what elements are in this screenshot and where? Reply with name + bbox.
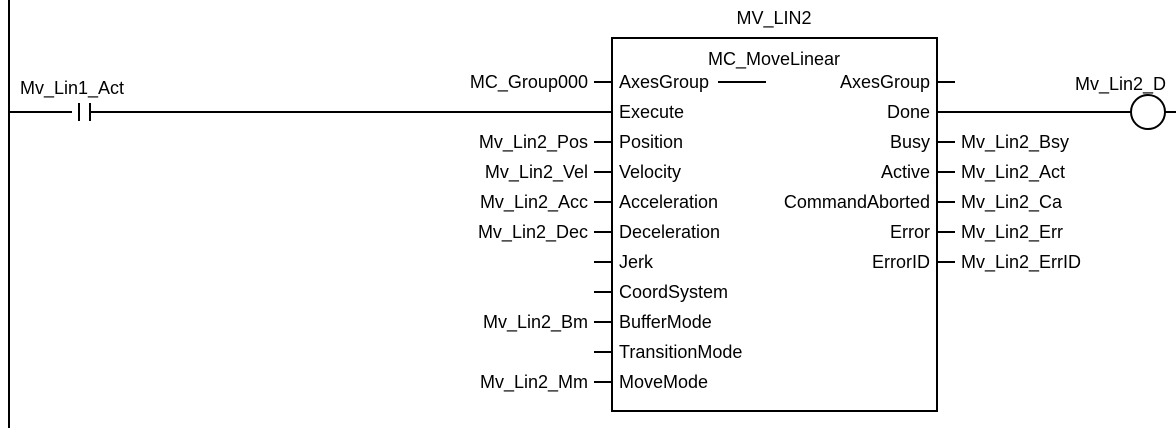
input-pin-label: Position <box>619 132 683 152</box>
input-pin-acceleration: Acceleration Mv_Lin2_Acc <box>480 192 718 213</box>
output-pin-done: Done <box>887 102 930 122</box>
coil-label: Mv_Lin2_D <box>1075 74 1166 95</box>
input-pin-transitionmode: TransitionMode <box>594 342 742 362</box>
output-variable: Mv_Lin2_Act <box>961 162 1065 183</box>
input-pin-label: Deceleration <box>619 222 720 242</box>
input-pin-label: TransitionMode <box>619 342 742 362</box>
input-pin-label: Jerk <box>619 252 654 272</box>
input-pin-coordsystem: CoordSystem <box>594 282 728 302</box>
input-variable: Mv_Lin2_Bm <box>483 312 588 333</box>
output-pin-axesgroup: AxesGroup <box>840 72 955 92</box>
output-variable: Mv_Lin2_Ca <box>961 192 1063 213</box>
input-variable: Mv_Lin2_Pos <box>479 132 588 153</box>
input-pin-label: MoveMode <box>619 372 708 392</box>
input-pin-movemode: MoveMode Mv_Lin2_Mm <box>480 372 708 393</box>
output-pin-label: ErrorID <box>872 252 930 272</box>
function-block <box>611 37 938 412</box>
block-type: MC_MoveLinear <box>708 49 840 70</box>
output-pin-error: Error Mv_Lin2_Err <box>890 222 1063 243</box>
output-pin-label: Active <box>881 162 930 182</box>
input-variable: Mv_Lin2_Mm <box>480 372 588 393</box>
output-pin-label: Error <box>890 222 930 242</box>
instance-name: MV_LIN2 <box>736 8 811 29</box>
output-variable: Mv_Lin2_ErrID <box>961 252 1081 273</box>
input-pin-jerk: Jerk <box>594 252 654 272</box>
input-pin-label: Execute <box>619 102 684 122</box>
input-variable: Mv_Lin2_Dec <box>478 222 588 243</box>
coil <box>1130 94 1166 130</box>
contact-no <box>78 103 91 121</box>
input-pin-axesgroup: AxesGroup MC_Group000 <box>470 72 709 93</box>
output-pin-errorid: ErrorID Mv_Lin2_ErrID <box>872 252 1081 273</box>
input-pin-label: CoordSystem <box>619 282 728 302</box>
output-pin-label: Done <box>887 102 930 122</box>
output-variable: Mv_Lin2_Bsy <box>961 132 1069 153</box>
input-pin-buffermode: BufferMode Mv_Lin2_Bm <box>483 312 712 333</box>
output-pin-busy: Busy Mv_Lin2_Bsy <box>890 132 1069 153</box>
output-pin-commandaborted: CommandAborted Mv_Lin2_Ca <box>784 192 1063 213</box>
input-pins: AxesGroupMC_Group000ExecutePositionMv_Li… <box>470 72 742 393</box>
input-pin-deceleration: Deceleration Mv_Lin2_Dec <box>478 222 720 243</box>
input-variable: Mv_Lin2_Vel <box>485 162 588 183</box>
input-pin-velocity: Velocity Mv_Lin2_Vel <box>485 162 681 183</box>
contact-label: Mv_Lin1_Act <box>20 78 124 99</box>
input-pin-label: Velocity <box>619 162 681 182</box>
input-pin-position: Position Mv_Lin2_Pos <box>479 132 683 153</box>
input-variable: MC_Group000 <box>470 72 588 93</box>
output-pin-label: AxesGroup <box>840 72 930 92</box>
input-variable: Mv_Lin2_Acc <box>480 192 588 213</box>
input-pin-label: AxesGroup <box>619 72 709 92</box>
output-pin-label: CommandAborted <box>784 192 930 212</box>
input-pin-execute: Execute <box>619 102 684 122</box>
output-pin-active: Active Mv_Lin2_Act <box>881 162 1065 183</box>
input-pin-label: Acceleration <box>619 192 718 212</box>
output-pin-label: Busy <box>890 132 930 152</box>
input-pin-label: BufferMode <box>619 312 712 332</box>
output-variable: Mv_Lin2_Err <box>961 222 1063 243</box>
